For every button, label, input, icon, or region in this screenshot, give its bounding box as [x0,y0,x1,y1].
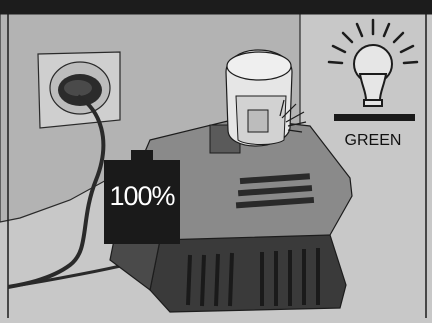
top-border [0,0,432,14]
battery-pack [226,50,292,146]
status-bar [334,114,415,121]
wall-socket [38,52,120,128]
battery-charge-label: 100% [104,183,180,210]
status-light-label: GREEN [331,133,415,149]
